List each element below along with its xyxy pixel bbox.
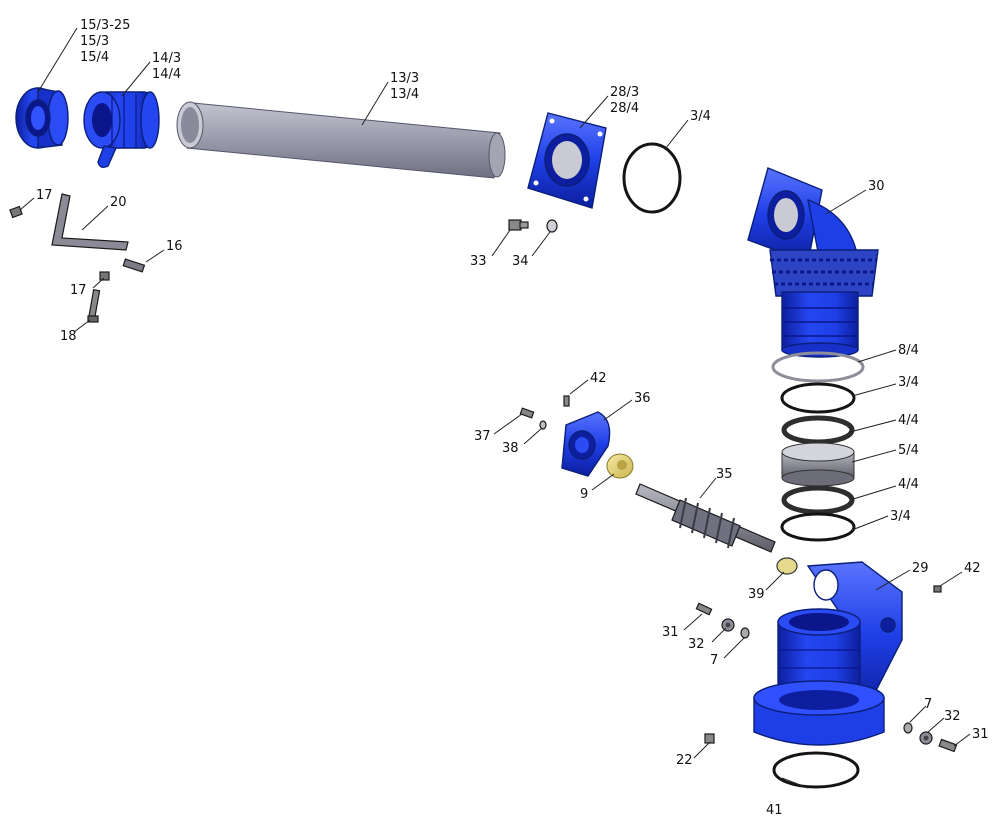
ring-4b-part [781, 485, 855, 515]
label-38: 38 [502, 441, 519, 456]
label-39: 39 [748, 587, 765, 602]
washer-7a-part [740, 627, 750, 639]
label-30: 30 [868, 179, 885, 194]
label-37: 37 [474, 429, 491, 444]
o-ring-top-part [622, 142, 682, 214]
label-29: 29 [912, 561, 929, 576]
leader-lines [19, 27, 971, 789]
screw-42b-part [933, 585, 942, 593]
nut-32a-part [721, 618, 735, 632]
nut-17b-part [99, 271, 110, 281]
nut-32b-part [919, 731, 933, 745]
nut-22-part [704, 733, 715, 744]
label-15-line2: 15/3 [80, 34, 109, 49]
label-8: 8/4 [898, 343, 919, 358]
washer-38-part [539, 420, 547, 430]
seal-stack [771, 351, 865, 542]
label-35: 35 [716, 467, 733, 482]
label-31a: 31 [662, 625, 679, 640]
label-3-top: 3/4 [690, 109, 711, 124]
screw-33-part [508, 219, 529, 231]
label-32b: 32 [944, 709, 961, 724]
label-17a: 17 [36, 188, 53, 203]
label-15-line1: 15/3-25 [80, 18, 130, 33]
washer-34-part [546, 219, 558, 233]
bushing-5-part [781, 442, 855, 487]
screw-42a-part [563, 395, 570, 407]
worm-shaft-part [635, 483, 776, 553]
label-16: 16 [166, 239, 183, 254]
label-14-line2: 14/4 [152, 67, 181, 82]
label-5: 5/4 [898, 443, 919, 458]
bearing-cover-part [561, 411, 611, 477]
sleeve-part [83, 91, 160, 169]
washer-39-part [776, 557, 798, 575]
bent-bracket-part [51, 193, 129, 251]
o-ring-3b-part [780, 512, 856, 542]
label-9: 9 [580, 487, 588, 502]
nut-17a-part [9, 205, 23, 219]
label-28-line1: 28/3 [610, 85, 639, 100]
bolt-16-part [122, 258, 146, 273]
o-ring-3a-part [780, 382, 856, 414]
lower-housing-part [753, 561, 903, 746]
bolt-37-part [519, 407, 535, 419]
label-3b: 3/4 [890, 509, 911, 524]
ring-8-part [771, 351, 865, 383]
label-41: 41 [766, 803, 783, 818]
label-32a: 32 [688, 637, 705, 652]
bolt-18-part [87, 289, 101, 323]
label-7b: 7 [924, 697, 932, 712]
label-15-line3: 15/4 [80, 50, 109, 65]
label-42a: 42 [590, 371, 607, 386]
label-4b: 4/4 [898, 477, 919, 492]
washer-7b-part [903, 722, 913, 734]
label-22: 22 [676, 753, 693, 768]
label-17b: 17 [70, 283, 87, 298]
label-14-line1: 14/3 [152, 51, 181, 66]
label-18: 18 [60, 329, 77, 344]
ring-4a-part [781, 415, 855, 445]
label-42b: 42 [964, 561, 981, 576]
label-31b: 31 [972, 727, 989, 742]
square-flange-part [527, 112, 607, 209]
bushing-9-part [606, 453, 634, 479]
label-13-line1: 13/3 [390, 71, 419, 86]
elbow-housing-part [747, 167, 879, 358]
label-33: 33 [470, 254, 487, 269]
part-labels: 15/3-25 15/3 15/4 14/3 14/4 13/3 13/4 28… [36, 18, 989, 818]
label-13-line2: 13/4 [390, 87, 419, 102]
label-28-line2: 28/4 [610, 101, 639, 116]
label-3a: 3/4 [898, 375, 919, 390]
label-36: 36 [634, 391, 651, 406]
label-34: 34 [512, 254, 529, 269]
stud-31b-part [938, 738, 958, 753]
o-ring-41-part [772, 751, 860, 789]
label-7a: 7 [710, 653, 718, 668]
tube-part [176, 101, 506, 179]
stud-31a-part [695, 602, 713, 616]
label-4a: 4/4 [898, 413, 919, 428]
ring-cap-part [15, 87, 69, 149]
label-20: 20 [110, 195, 127, 210]
